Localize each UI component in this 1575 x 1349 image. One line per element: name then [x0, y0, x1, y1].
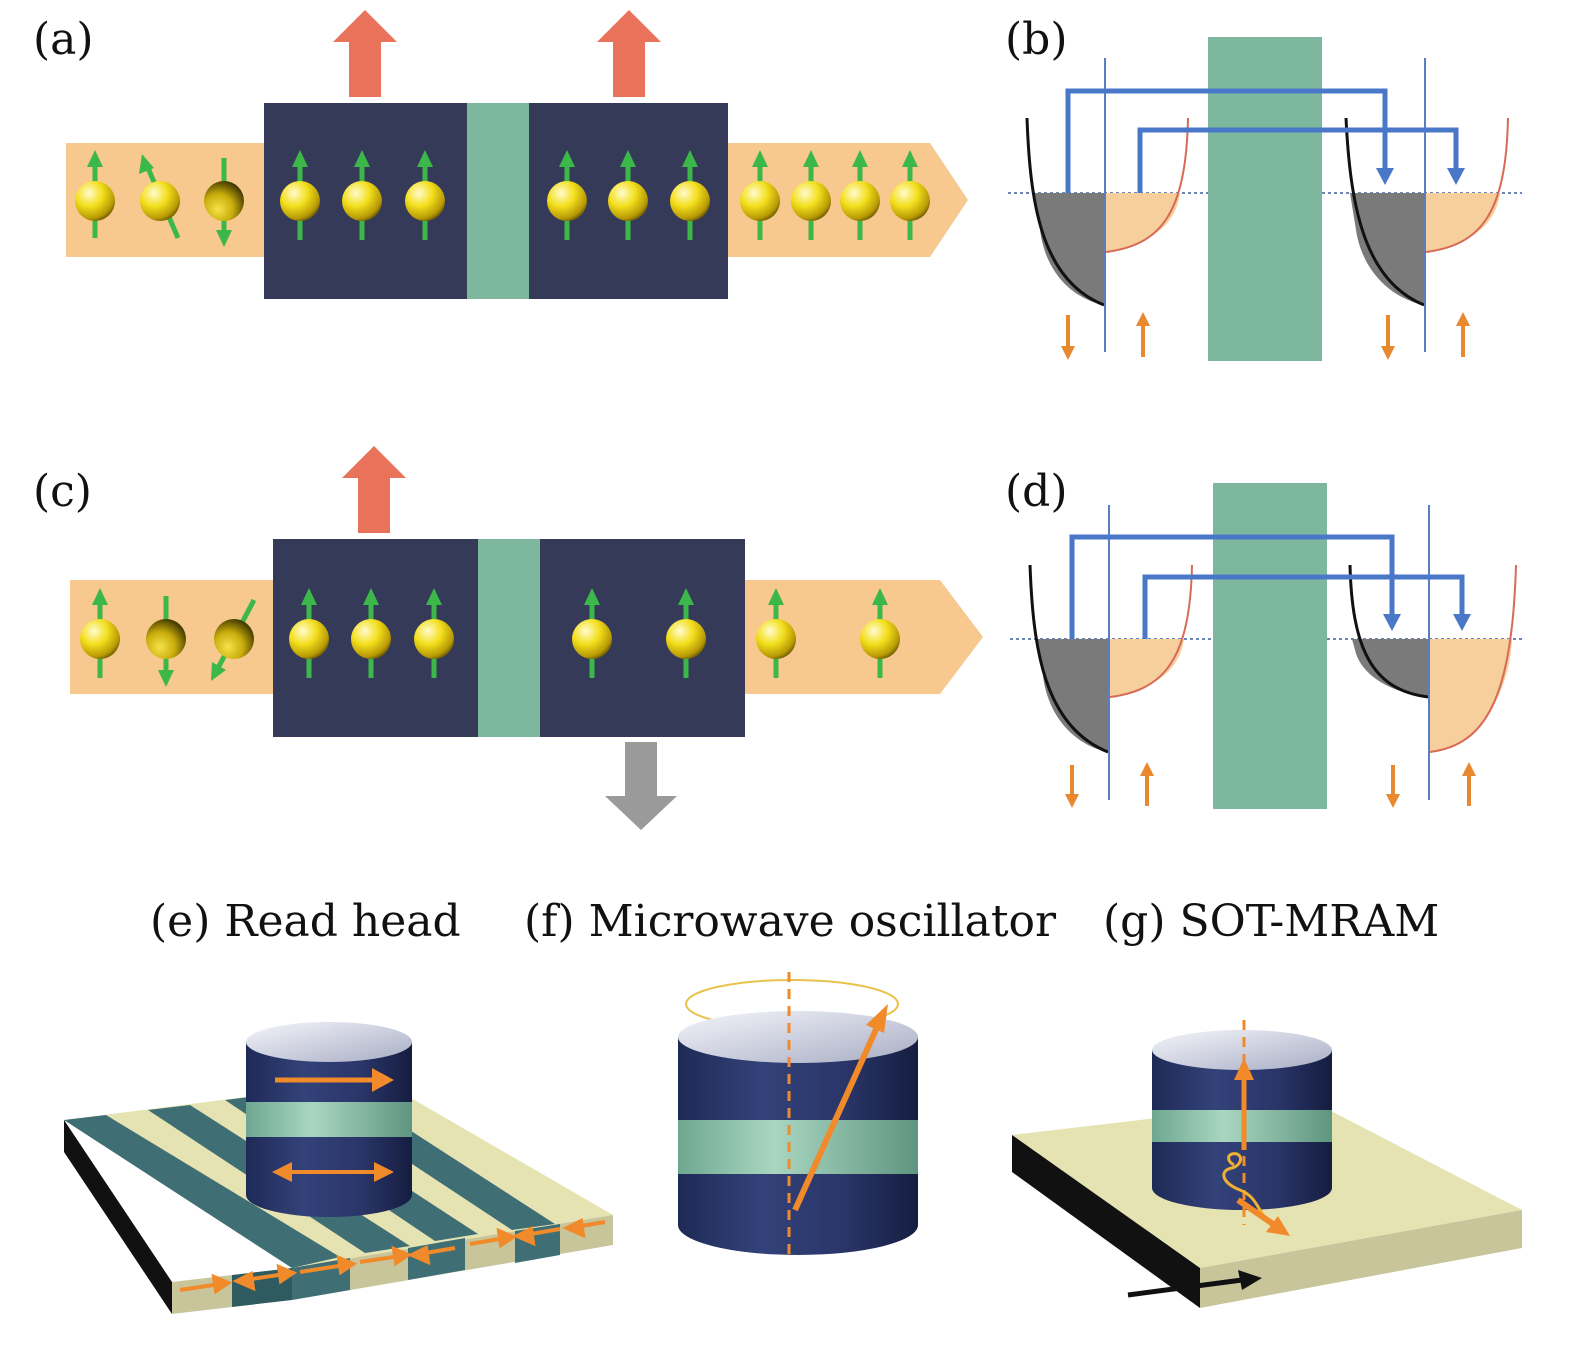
- panel-a-spin-polarized: [740, 150, 930, 240]
- panel-e-pillar-barrier: [246, 1102, 412, 1137]
- panel-b-dos-left-majority: [1106, 193, 1180, 252]
- panel-a-spin-random-1: [75, 150, 115, 238]
- panel-c-spin-random-2: [146, 596, 186, 687]
- panel-c-diagram: [70, 446, 983, 830]
- panel-a-spin-fm-right: [547, 150, 710, 240]
- panel-c-spin-transmitted: [756, 588, 900, 678]
- panel-g-spin-trajectory: [1222, 1152, 1270, 1223]
- panel-f-pillar-lower: [678, 1174, 918, 1255]
- caption-e: (e) Read head: [150, 896, 461, 947]
- panel-c-ferromagnet-right: [540, 539, 745, 737]
- panel-d-dos-right-minority: [1352, 639, 1428, 697]
- panel-a-spin-random-2: [139, 154, 181, 239]
- panel-f-pillar-barrier: [678, 1120, 918, 1174]
- panel-e-pillar-lower: [246, 1137, 412, 1217]
- panel-d-barrier: [1213, 483, 1327, 809]
- panel-c-spin-fm-left: [289, 588, 454, 678]
- panel-a-spin-random-3: [204, 158, 244, 247]
- panel-b-barrier: [1208, 37, 1322, 361]
- panel-b-spin-arrows: [1061, 312, 1470, 360]
- panel-e-read-head: [64, 1022, 613, 1314]
- panel-g-magnetization-arrow: [1234, 1058, 1254, 1150]
- panel-g-pillar-lower: [1152, 1142, 1332, 1210]
- panel-a-magnetization-arrow-right: [597, 10, 661, 97]
- panel-d-dos-right-majority: [1430, 639, 1512, 752]
- panel-c-magnetization-arrow-up: [342, 446, 406, 533]
- panel-f-pillar-top: [678, 1011, 918, 1063]
- panel-b-tunneling-path-inner: [1137, 127, 1459, 193]
- panel-f-magnetization-arrow: [792, 1004, 888, 1212]
- panel-g-substrate-side: [1012, 1135, 1200, 1308]
- panel-c-magnetization-arrow-down: [605, 742, 677, 830]
- panel-a-barrier: [467, 103, 529, 299]
- panel-a-diagram: [66, 10, 968, 299]
- panel-c-barrier: [478, 539, 540, 737]
- panel-b-dos-left-minority: [1033, 193, 1104, 305]
- panel-label-c: (c): [33, 466, 92, 517]
- panel-d-tunneling-path-inner: [1142, 574, 1465, 639]
- panel-g-sot-mram: [1012, 1020, 1522, 1308]
- panel-g-spin-current-arrow: [1236, 1197, 1290, 1236]
- panel-label-a: (a): [33, 14, 94, 65]
- panel-e-free-layer-arrow: [275, 1068, 394, 1092]
- panel-g-pillar-top: [1152, 1030, 1332, 1070]
- panel-d-spin-arrows: [1065, 762, 1476, 808]
- panel-b-dos-right-minority: [1350, 193, 1424, 305]
- panel-e-media-arrows: [179, 1217, 606, 1295]
- panel-e-pillar-top: [246, 1022, 412, 1062]
- panel-d-diagram: [1010, 483, 1522, 809]
- panel-e-reference-layer-arrow: [272, 1162, 394, 1182]
- panel-b-diagram: [1008, 37, 1522, 361]
- panel-label-d: (d): [1005, 466, 1068, 517]
- panel-a-spin-fm-left: [280, 150, 445, 240]
- panel-d-dos-left-minority: [1036, 639, 1108, 752]
- panel-a-magnetization-arrow-left: [333, 10, 397, 97]
- panel-g-charge-current-arrow: [1127, 1270, 1262, 1298]
- panel-f-microwave-oscillator: [678, 972, 918, 1255]
- panel-c-spin-random-3: [211, 598, 257, 681]
- panel-d-dos-left-majority: [1110, 639, 1184, 697]
- caption-f: (f) Microwave oscillator: [524, 896, 1057, 947]
- panel-g-substrate-front: [1200, 1210, 1522, 1308]
- panel-label-b: (b): [1005, 14, 1068, 65]
- caption-g: (g) SOT-MRAM: [1103, 896, 1440, 947]
- panel-c-spin-fm-right: [572, 588, 706, 678]
- panel-c-spin-random-1: [80, 588, 120, 678]
- panel-b-dos-right-majority: [1426, 193, 1500, 252]
